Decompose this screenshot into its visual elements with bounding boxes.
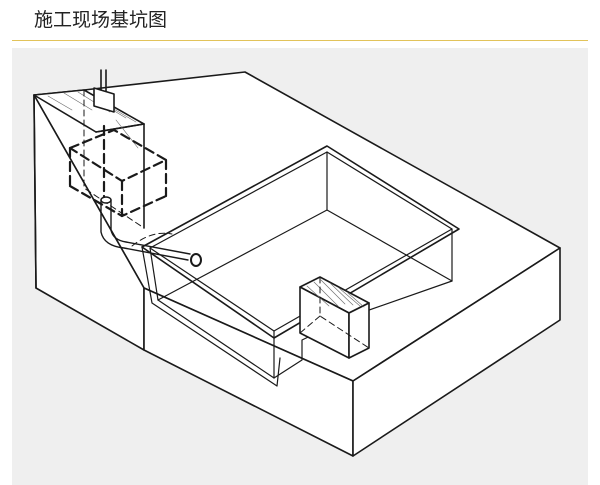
page-title: 施工现场基坑图 (34, 9, 168, 31)
excavation-diagram (33, 69, 561, 457)
dashed-formwork-frame (68, 124, 168, 218)
figure-panel (12, 48, 588, 485)
title-rule (12, 40, 588, 41)
drain-pipe-top-end (100, 196, 112, 204)
concrete-pier (299, 276, 370, 359)
drain-pipe-left-wall (100, 199, 189, 261)
drain-pipe (100, 196, 191, 261)
pier-hidden-edge (319, 276, 370, 349)
frame-bottom (68, 184, 168, 218)
pit-floor-right (273, 280, 453, 379)
drain-pipe-right-wall (110, 199, 191, 255)
page-header: 施工现场基坑图 (0, 0, 600, 41)
pit-wall-thickness (141, 246, 281, 387)
pipe-bracket (93, 87, 115, 113)
pit-left-corner (149, 247, 159, 301)
drain-pipe-hidden (131, 232, 173, 247)
block-corner-edge (33, 94, 37, 289)
pier-hidden-base (299, 315, 321, 334)
excavation-pit (141, 145, 460, 387)
pier-side (348, 302, 370, 359)
ground-right-face (352, 247, 561, 457)
vertical-pipe (93, 69, 115, 113)
pier-hatching (306, 279, 365, 308)
pipe-opening (190, 253, 202, 267)
